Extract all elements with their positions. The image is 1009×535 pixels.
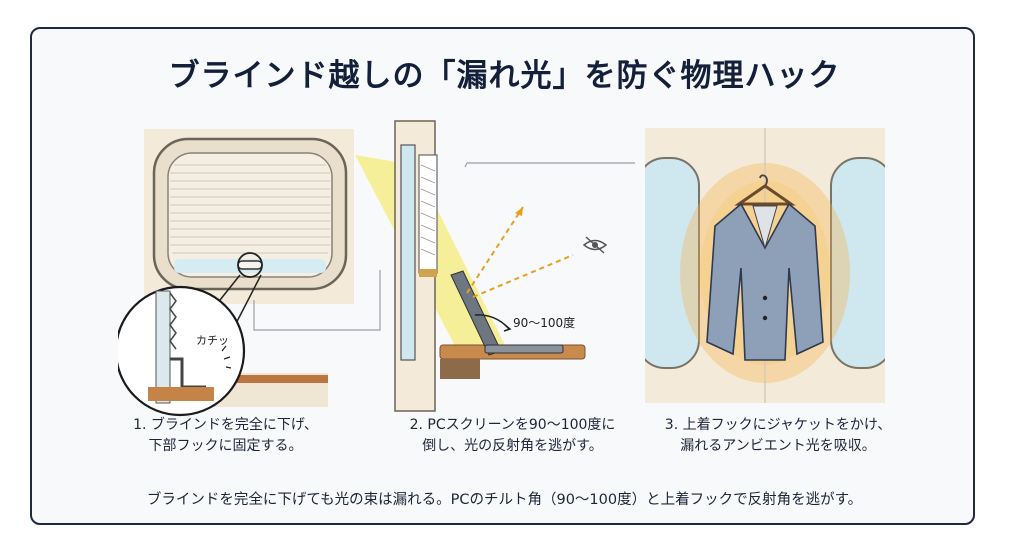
connector-lines (253, 270, 381, 331)
laptop-base (484, 344, 564, 354)
coat-hook-icon (759, 174, 768, 187)
sill-wood (188, 375, 328, 383)
jacket (706, 202, 824, 361)
panel-jacket (645, 128, 885, 403)
side-blind (418, 154, 438, 274)
magnifier-callout (118, 285, 246, 417)
left-window (645, 157, 700, 369)
step-1-line2: 下部フックに固定する。 (148, 438, 303, 454)
hanger-icon (734, 184, 796, 206)
window-glass (400, 144, 416, 361)
step-caption-2: 2. PCスクリーンを90〜100度に 倒し、光の反射角を逃がす。 (385, 415, 640, 457)
panel-blind: カチッ (118, 129, 354, 417)
reflect-arrow-1 (466, 206, 524, 294)
panel-laptop: 90〜100度 (355, 120, 635, 412)
step-2-line1: 2. PCスクリーンを90〜100度に (409, 417, 616, 433)
step-3-line1: 3. 上着フックにジャケットをかけ、 (664, 417, 892, 433)
step-2-line2: 倒し、光の反射角を逃がす。 (422, 438, 603, 454)
step-1-line1: 1. ブラインドを完全に下げ、 (133, 417, 318, 433)
blind-cord-icon (169, 292, 177, 350)
step-3-line2: 漏れるアンビエント光を吸収。 (680, 438, 876, 454)
eye-off-icon (582, 236, 608, 254)
page-title: ブラインド越しの「漏れ光」を防ぐ物理ハック (168, 58, 841, 94)
angle-label: 90〜100度 (513, 315, 575, 330)
click-label: カチッ (196, 334, 229, 347)
step-caption-1: 1. ブラインドを完全に下げ、 下部フックに固定する。 (118, 415, 333, 457)
right-window (830, 157, 885, 369)
step-caption-3: 3. 上着フックにジャケットをかけ、 漏れるアンビエント光を吸収。 (648, 415, 908, 457)
footer-note: ブラインドを完全に下げても光の束は漏れる。PCのチルト角（90〜100度）と上着… (146, 492, 863, 508)
reflect-arrow-2 (472, 254, 574, 298)
